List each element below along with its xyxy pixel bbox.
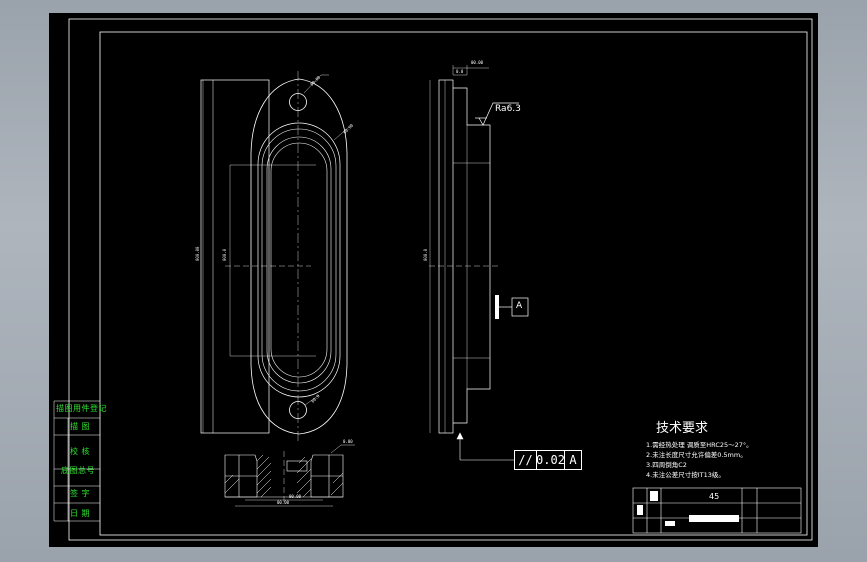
- svg-text:0.00: 0.00: [343, 439, 353, 444]
- roughness-value: Ra6.3: [495, 104, 521, 114]
- outer-border: [68, 18, 813, 541]
- datum-marker: [495, 295, 529, 319]
- flange-outline: [250, 78, 348, 435]
- parallelism-symbol: //: [515, 451, 537, 469]
- tech-requirements-title: 技术要求: [656, 421, 709, 436]
- side-label-check: 校 核: [70, 447, 91, 456]
- datum-letter: A: [516, 301, 523, 311]
- side-label-base-number: 底图总号: [61, 466, 95, 475]
- svg-text:000.0: 000.0: [423, 248, 428, 261]
- tech-note-3: 3.四周倒角C2: [646, 461, 687, 469]
- tech-note-4: 4.未注公差尺寸按IT13级。: [646, 471, 725, 479]
- tolerance-leader: [456, 432, 514, 461]
- svg-text:00.0: 00.0: [310, 393, 321, 404]
- roughness-symbol: [475, 102, 519, 126]
- side-view: [429, 79, 501, 434]
- front-view-outline-rect: [200, 79, 270, 434]
- svg-text:00.00: 00.00: [289, 494, 302, 499]
- svg-text:00.00: 00.00: [471, 60, 484, 65]
- inner-border: [99, 31, 808, 536]
- tech-note-1: 1.需经热处理 调质至HRC25～27°。: [646, 441, 753, 449]
- title-block-material: 45: [709, 492, 720, 501]
- left-label-table: [53, 400, 100, 522]
- drawing-sheet[interactable]: 000.00 000.0 00.00 00.00 00.0 0.0 00.00 …: [49, 13, 818, 547]
- slot-outer: [257, 122, 341, 398]
- side-label-register: 描图用件登记: [56, 404, 107, 413]
- title-block-fills: [637, 491, 739, 526]
- tolerance-datum: A: [569, 453, 577, 467]
- side-label-date: 日 期: [70, 509, 91, 518]
- tolerance-value: 0.02: [536, 451, 565, 469]
- svg-text:000.00: 000.00: [195, 246, 200, 261]
- svg-text:000.0: 000.0: [222, 248, 227, 261]
- tech-note-2: 2.未注长度尺寸允许偏差0.5mm。: [646, 451, 747, 459]
- side-label-trace: 描 图: [70, 422, 91, 431]
- section-hatching: [224, 454, 344, 498]
- svg-text:00.00: 00.00: [342, 122, 354, 134]
- tolerance-frame: // 0.02 A: [514, 450, 582, 470]
- drawing-canvas: 000.00 000.0 00.00 00.00 00.0 0.0 00.00 …: [53, 18, 813, 541]
- side-label-signature: 签 字: [70, 489, 91, 498]
- svg-text:00.00: 00.00: [277, 500, 290, 505]
- slot-inner: [270, 142, 328, 378]
- svg-text:0.0: 0.0: [456, 69, 464, 74]
- front-view-dimensions: [202, 74, 350, 433]
